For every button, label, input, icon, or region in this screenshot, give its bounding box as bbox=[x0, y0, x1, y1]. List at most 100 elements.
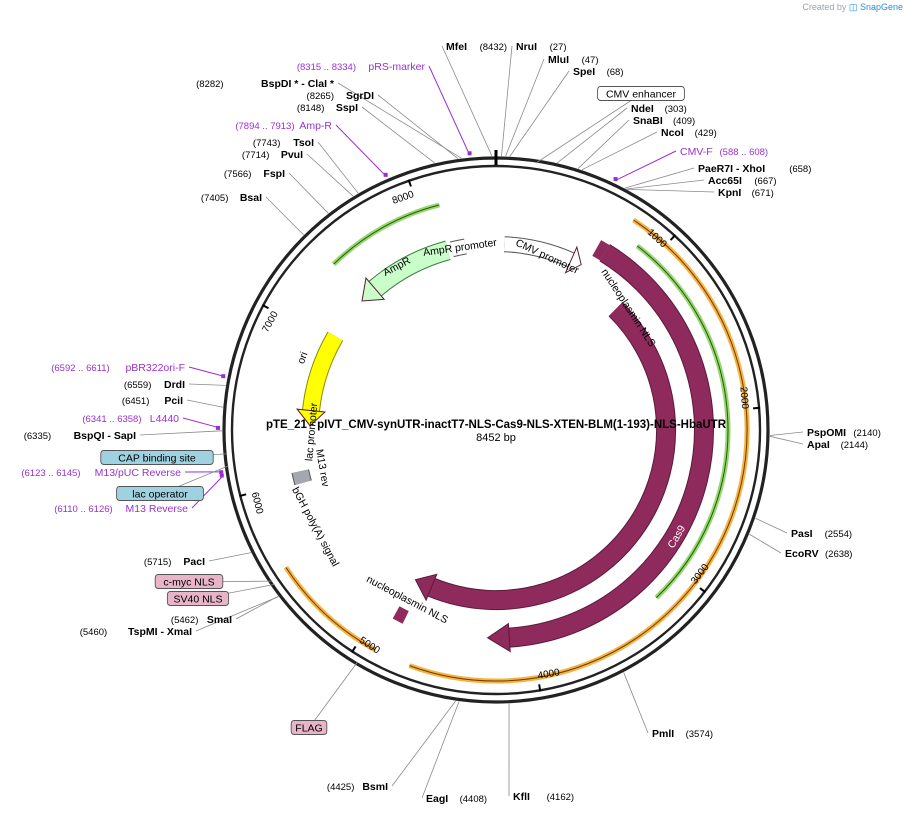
site-name: MluI bbox=[548, 54, 569, 66]
site-name: EcoRV bbox=[785, 548, 819, 560]
primer-name: M13 Reverse bbox=[126, 503, 189, 515]
site-name: FspI bbox=[263, 168, 285, 180]
primer-name: pBR322ori-F bbox=[125, 362, 185, 374]
scale-tick-label: 6000 bbox=[249, 491, 265, 516]
primer-leader-line bbox=[188, 366, 226, 378]
site-position: (5715) bbox=[144, 557, 171, 568]
primer-marker bbox=[383, 172, 388, 177]
ori-arrow bbox=[303, 332, 343, 412]
site-label: TspMI - XmaI bbox=[128, 626, 192, 638]
snapgene-credit: Created by ◫ SnapGene bbox=[802, 2, 903, 13]
feature-label: CMV enhancer bbox=[606, 89, 677, 101]
nucleoplasmin-nls-block-1 bbox=[592, 240, 610, 261]
site-label: EcoRV bbox=[785, 548, 819, 560]
site-position: (8265) bbox=[307, 91, 334, 102]
site-label: SpeI bbox=[573, 66, 595, 78]
site-position: (667) bbox=[754, 176, 776, 187]
feature-label-box bbox=[154, 574, 224, 589]
primer-range: (6341 .. 6358) bbox=[82, 414, 141, 425]
site-leader-line bbox=[769, 431, 804, 436]
primer-name: pRS-marker bbox=[368, 61, 425, 73]
site-leader-line bbox=[288, 172, 329, 214]
ampr-arrowhead bbox=[361, 276, 386, 302]
feature-label: lac operator bbox=[132, 489, 188, 501]
primer-marker bbox=[219, 473, 224, 478]
site-label: PspOMI bbox=[807, 427, 846, 439]
cas9-inner-arrow-outline bbox=[427, 302, 677, 611]
site-name: SgrDI bbox=[346, 90, 374, 102]
site-extra: - XhoI bbox=[733, 163, 765, 175]
site-leader-line bbox=[337, 82, 462, 159]
site-leader-line bbox=[208, 552, 252, 562]
site-leader-line bbox=[186, 399, 224, 408]
site-label: NdeI bbox=[631, 103, 654, 115]
site-name: DrdI bbox=[164, 379, 185, 391]
ampr-promoter bbox=[450, 239, 467, 257]
site-name: SpeI bbox=[573, 66, 595, 78]
site-position: (303) bbox=[665, 104, 687, 115]
scale-tick-label: 7000 bbox=[261, 309, 281, 334]
site-leader-line bbox=[769, 435, 804, 445]
site-name: ApaI bbox=[807, 439, 830, 451]
cmv-promoter-arrowhead bbox=[564, 245, 582, 274]
site-name: BspDI bbox=[261, 78, 291, 90]
site-name: PmlI bbox=[652, 728, 674, 740]
site-label: SnaBI bbox=[633, 115, 663, 127]
feature-leader-line bbox=[308, 661, 358, 729]
site-label: PvuI bbox=[281, 149, 303, 161]
site-name: PasI bbox=[791, 528, 813, 540]
site-position: (27) bbox=[550, 42, 567, 53]
site-name: PciI bbox=[164, 395, 183, 407]
inner-feature-label: lac promoter bbox=[303, 402, 320, 462]
site-name: NcoI bbox=[661, 127, 684, 139]
primer-range: (6123 .. 6145) bbox=[21, 468, 80, 479]
site-leader-line bbox=[501, 45, 513, 157]
site-leader-line bbox=[441, 45, 493, 157]
site-leader-line bbox=[626, 179, 705, 190]
site-name: PspOMI bbox=[807, 427, 846, 439]
site-name: SspI bbox=[336, 102, 358, 114]
site-label: MfeI bbox=[446, 41, 467, 53]
primer-marker bbox=[613, 177, 618, 182]
site-position: (429) bbox=[695, 128, 717, 139]
cmv-promoter bbox=[503, 237, 575, 267]
site-leader-line bbox=[749, 533, 782, 554]
site-leader-line bbox=[421, 701, 460, 799]
site-label: SgrDI bbox=[346, 90, 374, 102]
site-position: (8432) bbox=[480, 42, 507, 53]
site-position: (7405) bbox=[201, 193, 228, 204]
site-name: TsoI bbox=[293, 137, 314, 149]
site-label: TsoI bbox=[293, 137, 314, 149]
feature-label: CAP binding site bbox=[118, 453, 196, 465]
site-label: BspQI - SapI bbox=[74, 430, 137, 442]
scale-tick bbox=[699, 587, 707, 594]
site-label: KpnI bbox=[718, 187, 741, 199]
green-feature-arc-2-core bbox=[333, 204, 440, 265]
site-label: EagI bbox=[426, 793, 448, 805]
site-leader-line bbox=[188, 383, 226, 386]
site-position: (5460) bbox=[80, 627, 107, 638]
site-label: Acc65I bbox=[708, 175, 742, 187]
scale-tick-label: 4000 bbox=[537, 667, 561, 682]
site-name: PacI bbox=[183, 556, 205, 568]
scale-tick-label: 2000 bbox=[737, 386, 750, 410]
primer-leader-line bbox=[191, 474, 225, 509]
feature-label-box bbox=[100, 450, 214, 465]
feature-label: SV40 NLS bbox=[173, 594, 222, 606]
site-position: (3574) bbox=[686, 729, 713, 740]
feature-label-box bbox=[290, 720, 328, 735]
site-name: BspQI bbox=[74, 430, 105, 442]
primer-leader-line bbox=[614, 150, 677, 182]
site-name: BsmI bbox=[362, 781, 388, 793]
feature-label-box bbox=[166, 591, 230, 606]
site-position: (6335) bbox=[24, 431, 51, 442]
site-position: (7714) bbox=[242, 150, 269, 161]
primer-name: Amp-R bbox=[299, 120, 332, 132]
feature-label-box bbox=[597, 86, 685, 101]
site-position: (8282) bbox=[196, 79, 223, 90]
site-leader-line bbox=[509, 70, 570, 157]
green-feature-arc-core bbox=[636, 245, 729, 599]
site-label: PciI bbox=[164, 395, 183, 407]
site-position: (47) bbox=[582, 55, 599, 66]
